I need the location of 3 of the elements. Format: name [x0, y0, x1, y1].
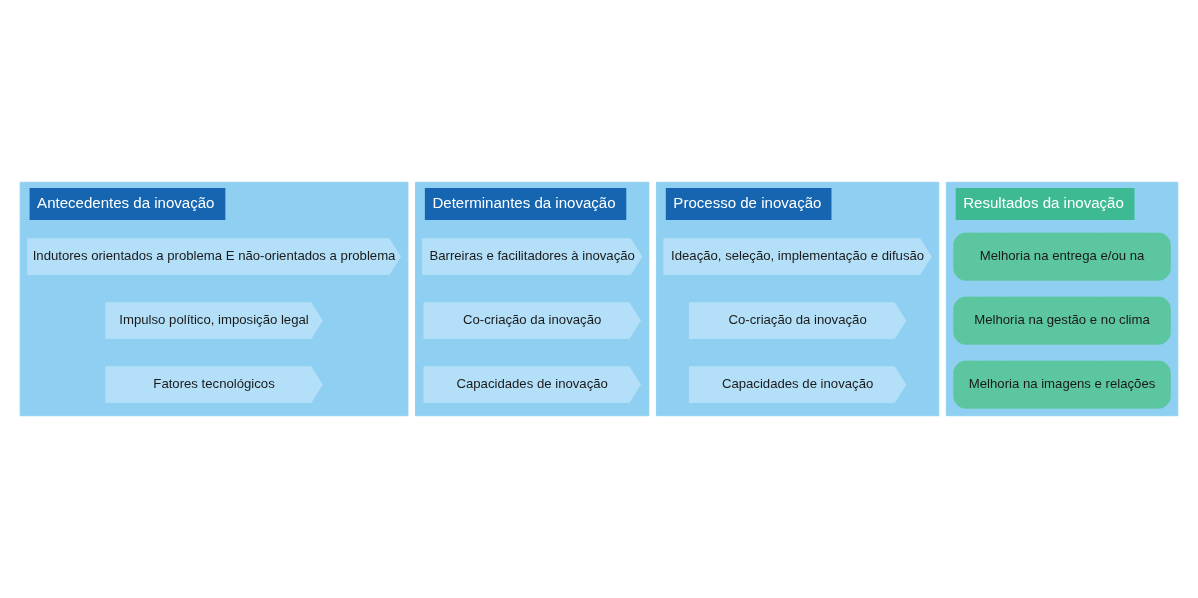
node-box: Melhoria na entrega e/ou na — [953, 232, 1171, 281]
node-box: Melhoria na gestão e no clima — [953, 296, 1171, 345]
node-box: Melhoria na imagens e relações — [953, 360, 1171, 409]
